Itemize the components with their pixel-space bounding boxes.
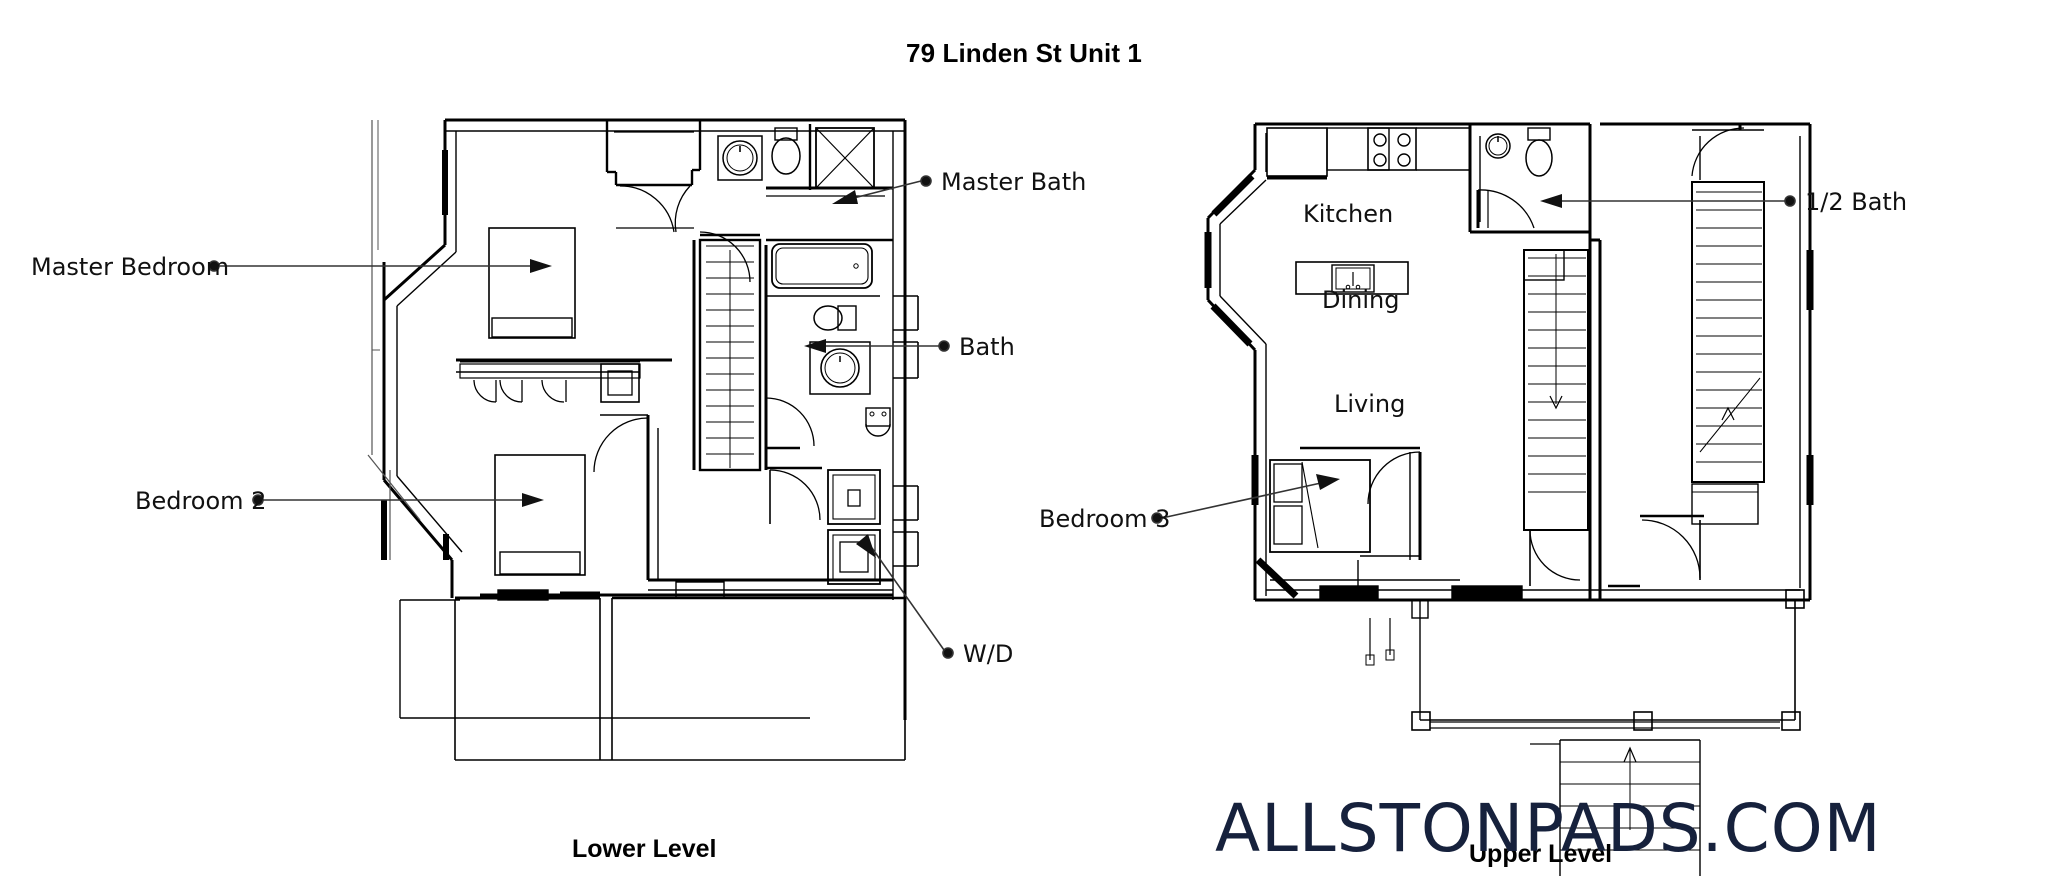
callout-bath: Bath bbox=[959, 333, 1015, 361]
room-label-dining: Dining bbox=[1322, 286, 1400, 314]
callout-bedroom-2: Bedroom 2 bbox=[135, 487, 267, 515]
callout-master-bath: Master Bath bbox=[941, 168, 1087, 196]
callout-master-bedroom: Master Bedroom bbox=[31, 253, 230, 281]
callout-half-bath: 1/2 Bath bbox=[1805, 188, 1908, 216]
room-label-living: Living bbox=[1334, 390, 1406, 418]
callout-bedroom-3: Bedroom 3 bbox=[1039, 505, 1171, 533]
caption-upper-level: Upper Level bbox=[1469, 840, 1613, 868]
watermark-allstonpads: ALLSTONPADS.COM bbox=[1215, 790, 1882, 867]
caption-lower-level: Lower Level bbox=[572, 835, 717, 863]
page-title: 79 Linden St Unit 1 bbox=[906, 38, 1142, 68]
callout-wd: W/D bbox=[963, 640, 1014, 668]
room-label-kitchen: Kitchen bbox=[1303, 200, 1394, 228]
